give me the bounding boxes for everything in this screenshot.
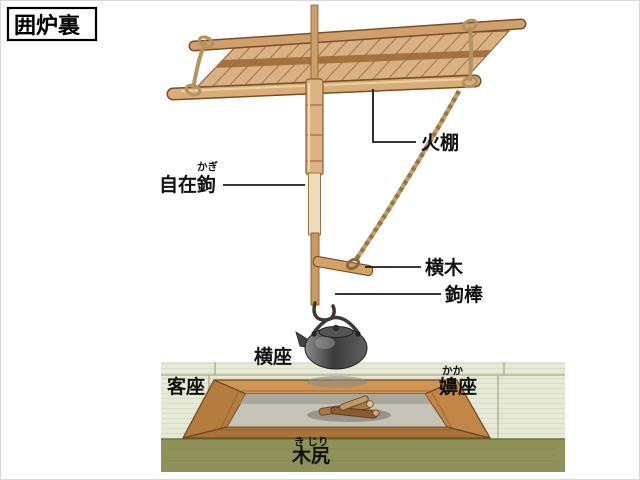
back-rail bbox=[190, 20, 525, 50]
firewood-end bbox=[372, 409, 380, 417]
tatami-seams bbox=[161, 362, 565, 439]
bail-lug bbox=[311, 331, 317, 337]
label-kakaza: 嬶座 bbox=[439, 375, 477, 398]
jizaikagi-pole bbox=[305, 4, 336, 322]
hearth-frame-inner-step bbox=[219, 390, 454, 431]
labels: 火棚 かぎ 自在鉤 横木 鉤棒 横座 客座 かか 嬶座 き じり 木尻 bbox=[159, 131, 484, 467]
ash-shadow-band bbox=[240, 394, 431, 404]
leader-lines bbox=[223, 89, 441, 295]
shelf-ropes bbox=[184, 18, 479, 97]
label-yokogi: 横木 bbox=[425, 256, 464, 279]
firewood bbox=[318, 395, 380, 419]
label-kagibo: 鉤棒 bbox=[444, 283, 484, 306]
rope-twist bbox=[353, 89, 461, 263]
kettle bbox=[295, 315, 368, 370]
furigana-kijiri: き じり bbox=[294, 436, 328, 448]
kettle-bail-handle bbox=[311, 315, 361, 336]
front-rail bbox=[168, 76, 480, 99]
furigana-kaka: かか bbox=[442, 365, 463, 377]
label-yokoza: 横座 bbox=[254, 345, 292, 368]
rope-knot bbox=[184, 83, 202, 97]
rope-knot bbox=[345, 257, 361, 271]
firewood-stick bbox=[339, 395, 369, 411]
label-hidana: 火棚 bbox=[421, 131, 459, 154]
rope-knot bbox=[461, 75, 479, 89]
shelf-cross-batten bbox=[215, 50, 492, 68]
label-kijiri: 木尻 bbox=[291, 444, 330, 467]
yokogi-crossbar bbox=[312, 255, 374, 277]
board-grain bbox=[166, 448, 559, 462]
hearth bbox=[181, 376, 492, 439]
hidana-shelf bbox=[166, 18, 527, 101]
kettle-highlight bbox=[315, 337, 335, 349]
hearth-frame-front-face bbox=[182, 426, 491, 439]
bail-lug bbox=[355, 331, 361, 337]
rope-knot bbox=[197, 35, 215, 49]
label-kyakuza: 客座 bbox=[167, 375, 205, 398]
page-title: 囲炉裏 bbox=[14, 13, 81, 38]
hook-rod bbox=[310, 232, 320, 306]
label-jizaikagi: 自在鉤 bbox=[159, 173, 216, 196]
right-corner-rope bbox=[468, 26, 474, 82]
kijiri-board bbox=[161, 439, 565, 472]
furigana-kagi: かぎ bbox=[197, 160, 218, 173]
kettle-lid-knob bbox=[332, 324, 340, 332]
kettle-shadow bbox=[307, 376, 367, 388]
hidana-leader bbox=[372, 89, 416, 143]
title-box: 囲炉裏 bbox=[6, 6, 98, 42]
rope-and-yokogi bbox=[312, 89, 461, 277]
adjuster-segment bbox=[308, 172, 321, 236]
rope-knot bbox=[461, 18, 479, 32]
front-rail-highlight bbox=[180, 78, 468, 92]
firewood-end bbox=[366, 400, 374, 408]
title-border bbox=[6, 6, 98, 42]
pole-upper bbox=[310, 4, 319, 84]
